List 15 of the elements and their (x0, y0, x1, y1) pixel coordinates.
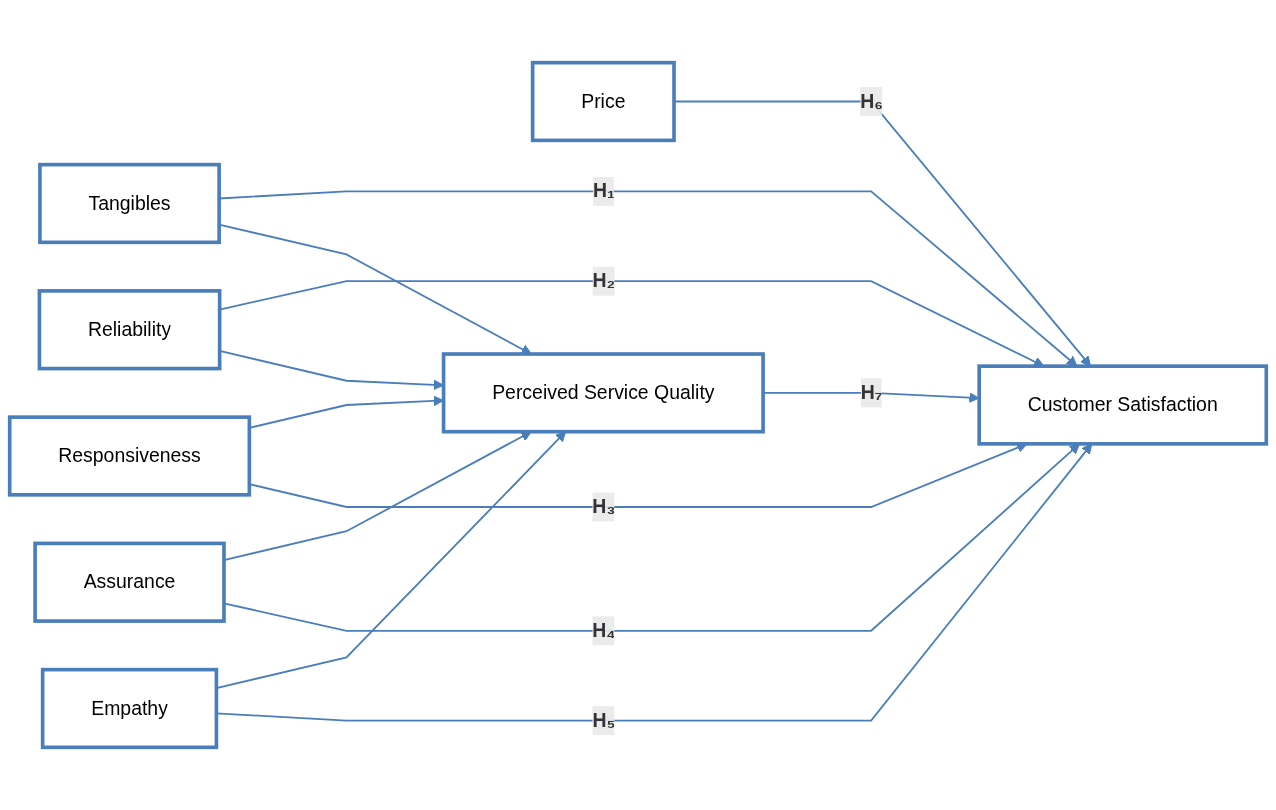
edge-label: H₂ (592, 270, 616, 291)
node-box: Tangibles (38, 162, 221, 245)
edge-label: H₅ (592, 709, 616, 731)
node-box: Assurance (33, 541, 226, 623)
edge-label: H₆ (860, 90, 884, 112)
edge-label: H₁ (593, 180, 615, 202)
node-box: Responsiveness (7, 415, 252, 497)
node-box: Price (530, 60, 676, 143)
node-box: Empathy (40, 667, 219, 750)
node-box: Customer Satisfaction (977, 364, 1269, 446)
node-box: Perceived Service Quality (441, 352, 765, 434)
node-box: Reliability (37, 289, 222, 371)
edge-label: H₃ (592, 496, 616, 517)
edge-label: H₄ (592, 619, 616, 641)
edge-label: H₇ (860, 381, 883, 403)
